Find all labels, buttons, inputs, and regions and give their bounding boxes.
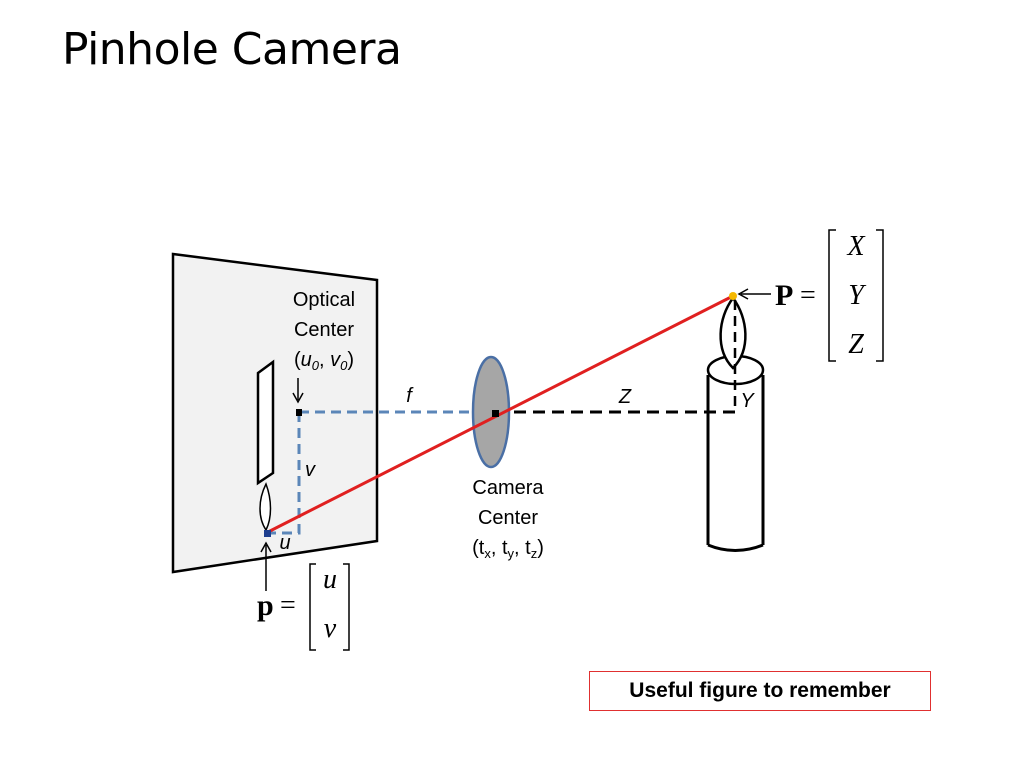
optical-center-label-line2: Center [294, 319, 354, 341]
camera-center-coords: (tx, ty, tz) [472, 537, 544, 561]
image-matrix-v: v [324, 613, 337, 644]
world-matrix-left-bracket [828, 229, 836, 362]
candle-body [706, 375, 765, 552]
image-point [264, 530, 271, 537]
optical-center-arrowhead [292, 392, 304, 404]
v0-label: v [330, 349, 341, 371]
useful-figure-note: Useful figure to remember [589, 671, 931, 711]
projected-candle-body [256, 359, 275, 486]
world-point-equals: = [800, 280, 816, 311]
world-point-arrowhead [737, 288, 749, 300]
u-offset-label: u [279, 532, 290, 554]
slide-title: Pinhole Camera [62, 24, 402, 75]
world-point-symbol: P [775, 279, 793, 312]
world-matrix-right-bracket [876, 229, 884, 362]
optical-center-coords: (u0, v0) [294, 349, 354, 373]
height-label: Y [740, 390, 755, 412]
t-close: ) [537, 537, 544, 559]
candle-flame [719, 295, 747, 370]
v-offset-label: v [305, 459, 316, 481]
optical-axis-dashed [268, 410, 495, 535]
t-sep2: , t [514, 537, 531, 559]
image-plane [171, 252, 379, 574]
t-sep1: , t [491, 537, 508, 559]
focal-length-label: f [406, 385, 414, 407]
world-matrix-y: Y [848, 280, 867, 311]
tz-subscript: z [531, 546, 538, 561]
camera-center-label-line2: Center [478, 507, 538, 529]
camera-center-point [492, 410, 499, 417]
image-point-symbol: p [257, 589, 274, 622]
image-matrix-right-bracket [343, 563, 350, 651]
tx-subscript: x [484, 546, 491, 561]
image-point-equals: = [280, 590, 296, 621]
depth-label: Z [618, 386, 632, 408]
world-matrix-z: Z [848, 329, 864, 360]
world-matrix-x: X [846, 231, 865, 262]
coords-comma: , [319, 349, 330, 371]
image-matrix-left-bracket [309, 563, 316, 651]
world-point [729, 292, 737, 300]
note-text: Useful figure to remember [629, 679, 891, 702]
lens [471, 355, 511, 469]
image-point-arrowhead [260, 541, 272, 553]
u0-label: u [301, 349, 312, 371]
paren-close: ) [347, 349, 354, 371]
ty-subscript: y [508, 546, 515, 561]
image-matrix-u: u [323, 564, 337, 595]
t-open: (t [472, 537, 485, 559]
paren-open: ( [294, 349, 301, 371]
u0-subscript: 0 [312, 358, 320, 373]
optical-center-label-line1: Optical [293, 289, 355, 311]
optical-center-point [296, 409, 302, 416]
projection-ray [267, 294, 734, 534]
camera-center-label-line1: Camera [472, 477, 544, 499]
v0-subscript: 0 [340, 358, 348, 373]
